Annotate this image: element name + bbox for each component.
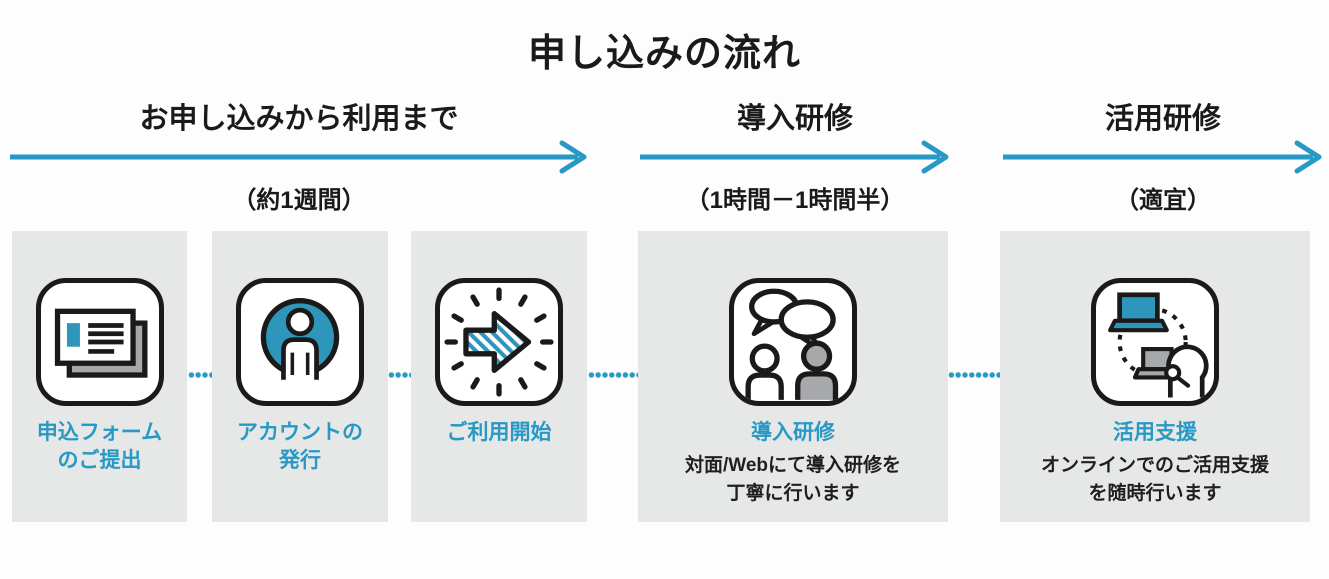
- dotted-connector: [188, 371, 212, 379]
- step-card-utilization-support: 活用支援 オンラインでのご活用支援 を随時行います: [1000, 231, 1310, 522]
- start-arrow-icon: [444, 287, 554, 397]
- phase-label: お申し込みから利用まで: [139, 103, 459, 135]
- step-label: 活用支援: [1113, 421, 1197, 444]
- step-icon-box: [236, 278, 364, 406]
- step-card-form-submission: 申込フォーム のご提出: [12, 231, 187, 522]
- step-label: アカウントの 発行: [237, 421, 363, 473]
- phase-utilization-training: 活用研修 （適宜）: [1001, 100, 1325, 215]
- step-description: オンラインでのご活用支援 を随時行います: [1040, 455, 1269, 504]
- phase-application-to-use: お申し込みから利用まで （約1週間）: [8, 100, 590, 215]
- dotted-connector: [948, 371, 1000, 379]
- step-label: 申込フォーム のご提出: [36, 421, 163, 473]
- phase-label: 活用研修: [1104, 103, 1221, 135]
- step-card-intro-training: 導入研修 対面/Webにて導入研修を 丁寧に行います: [638, 231, 948, 522]
- dotted-connector: [588, 371, 638, 379]
- step-label: ご利用開始: [446, 421, 552, 444]
- step-card-start-of-use: ご利用開始: [411, 231, 587, 522]
- form-icon: [54, 308, 147, 378]
- phase-duration: （適宜）: [1115, 187, 1211, 214]
- step-icon-box: [435, 278, 563, 406]
- step-icon-box: [1091, 278, 1219, 406]
- account-icon: [260, 298, 340, 380]
- phase-label: 導入研修: [736, 103, 853, 135]
- timeline-arrow-icon: [10, 140, 587, 174]
- timeline-arrow-icon: [640, 140, 949, 174]
- step-icon-box: [729, 278, 857, 406]
- step-card-account-issuance: アカウントの 発行: [212, 231, 388, 522]
- phase-intro-training: 導入研修 （1時間－1時間半）: [638, 100, 952, 215]
- timeline-arrow-icon: [1003, 140, 1322, 174]
- phase-duration: （1時間－1時間半）: [685, 187, 905, 214]
- step-description: 対面/Webにて導入研修を 丁寧に行います: [684, 455, 902, 504]
- step-label: 導入研修: [751, 421, 835, 444]
- support-icon: [1108, 292, 1209, 398]
- step-icon-box: [35, 278, 164, 406]
- training-icon: [745, 288, 839, 400]
- phase-duration: （約1週間）: [232, 187, 366, 214]
- page-title: 申し込みの流れ: [527, 33, 801, 75]
- dotted-connector: [388, 371, 411, 379]
